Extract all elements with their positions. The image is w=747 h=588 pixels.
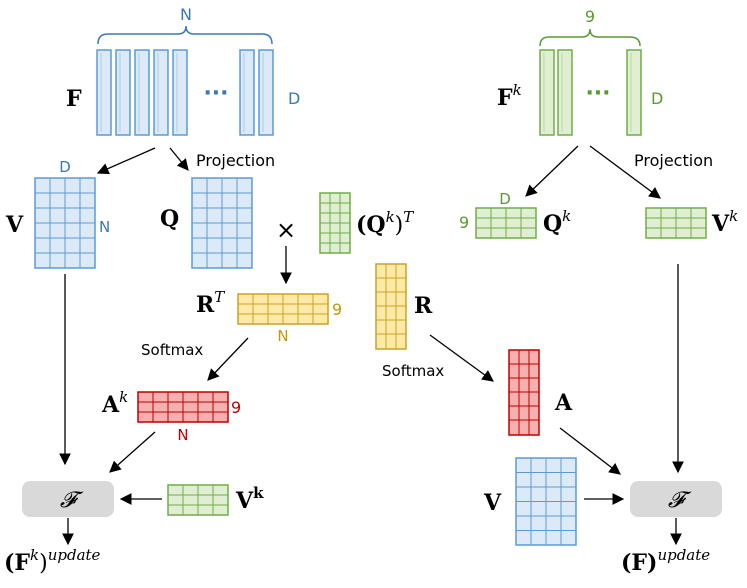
nine-brace — [539, 28, 641, 47]
qk-transpose-label: (Qk)T — [356, 208, 414, 238]
left-output-label: (Fk)update — [4, 546, 101, 576]
f-d-label: D — [288, 89, 300, 108]
qk-transpose-matrix — [319, 192, 351, 254]
f-label: F — [66, 86, 82, 112]
arrow-f-to-v — [96, 147, 156, 175]
right-v-label: V — [483, 490, 502, 516]
q-label: Q — [160, 206, 179, 232]
ak-label: Ak — [101, 388, 128, 418]
rt-label: RT — [196, 288, 225, 318]
left-operator-box — [22, 481, 114, 517]
arrow-rt-to-ak — [207, 337, 249, 381]
v-n-label: N — [99, 218, 110, 236]
rt-n-label: N — [277, 327, 288, 345]
rt-matrix — [237, 293, 329, 325]
left-projection-label: Projection — [196, 151, 275, 170]
right-v-matrix — [515, 457, 577, 546]
multiply-sign: × — [276, 216, 296, 244]
arrow-fk-to-vk — [589, 145, 661, 199]
arrow-f-to-q — [169, 147, 189, 171]
arrow-fk-to-qk — [525, 145, 579, 197]
v-label: V — [5, 212, 24, 238]
r-label: R — [414, 293, 433, 319]
fk-d-label: D — [651, 89, 663, 108]
f-ellipsis: ··· — [203, 81, 228, 106]
v-d-label: D — [59, 158, 71, 176]
a-label: A — [554, 390, 573, 416]
nine-brace-label: 9 — [585, 7, 595, 26]
fk-label: Fk — [497, 81, 522, 111]
qk-matrix — [475, 207, 537, 239]
right-softmax-label: Softmax — [382, 362, 444, 380]
arrow-r-to-a — [429, 334, 494, 382]
fk-feature-bars — [539, 49, 642, 136]
v-matrix — [34, 177, 96, 269]
ak-n-label: N — [177, 426, 188, 444]
right-vk-label: Vk — [711, 207, 738, 237]
arrow-ak-to-op — [109, 431, 156, 473]
vk-label: Vk — [235, 484, 264, 514]
q-matrix — [191, 177, 253, 269]
a-matrix — [508, 349, 540, 436]
qk-label: Qk — [543, 207, 571, 237]
left-softmax-label: Softmax — [141, 341, 203, 359]
n-brace — [97, 25, 273, 45]
rt-9-label: 9 — [332, 300, 342, 319]
right-output-label: (F)update — [621, 546, 710, 576]
right-operator-box — [630, 481, 722, 517]
f-feature-bars — [96, 49, 274, 136]
vk-matrix — [167, 484, 229, 516]
n-brace-label: N — [180, 5, 192, 24]
arrow-a-to-op — [559, 427, 621, 475]
right-projection-label: Projection — [634, 151, 713, 170]
qk-d-label: D — [499, 190, 511, 208]
ak-matrix — [137, 391, 229, 423]
r-matrix — [375, 263, 407, 350]
ak-9-label: 9 — [231, 398, 241, 417]
qk-9-label: 9 — [459, 213, 469, 232]
fk-ellipsis: ··· — [585, 81, 610, 106]
right-vk-matrix — [645, 207, 707, 239]
